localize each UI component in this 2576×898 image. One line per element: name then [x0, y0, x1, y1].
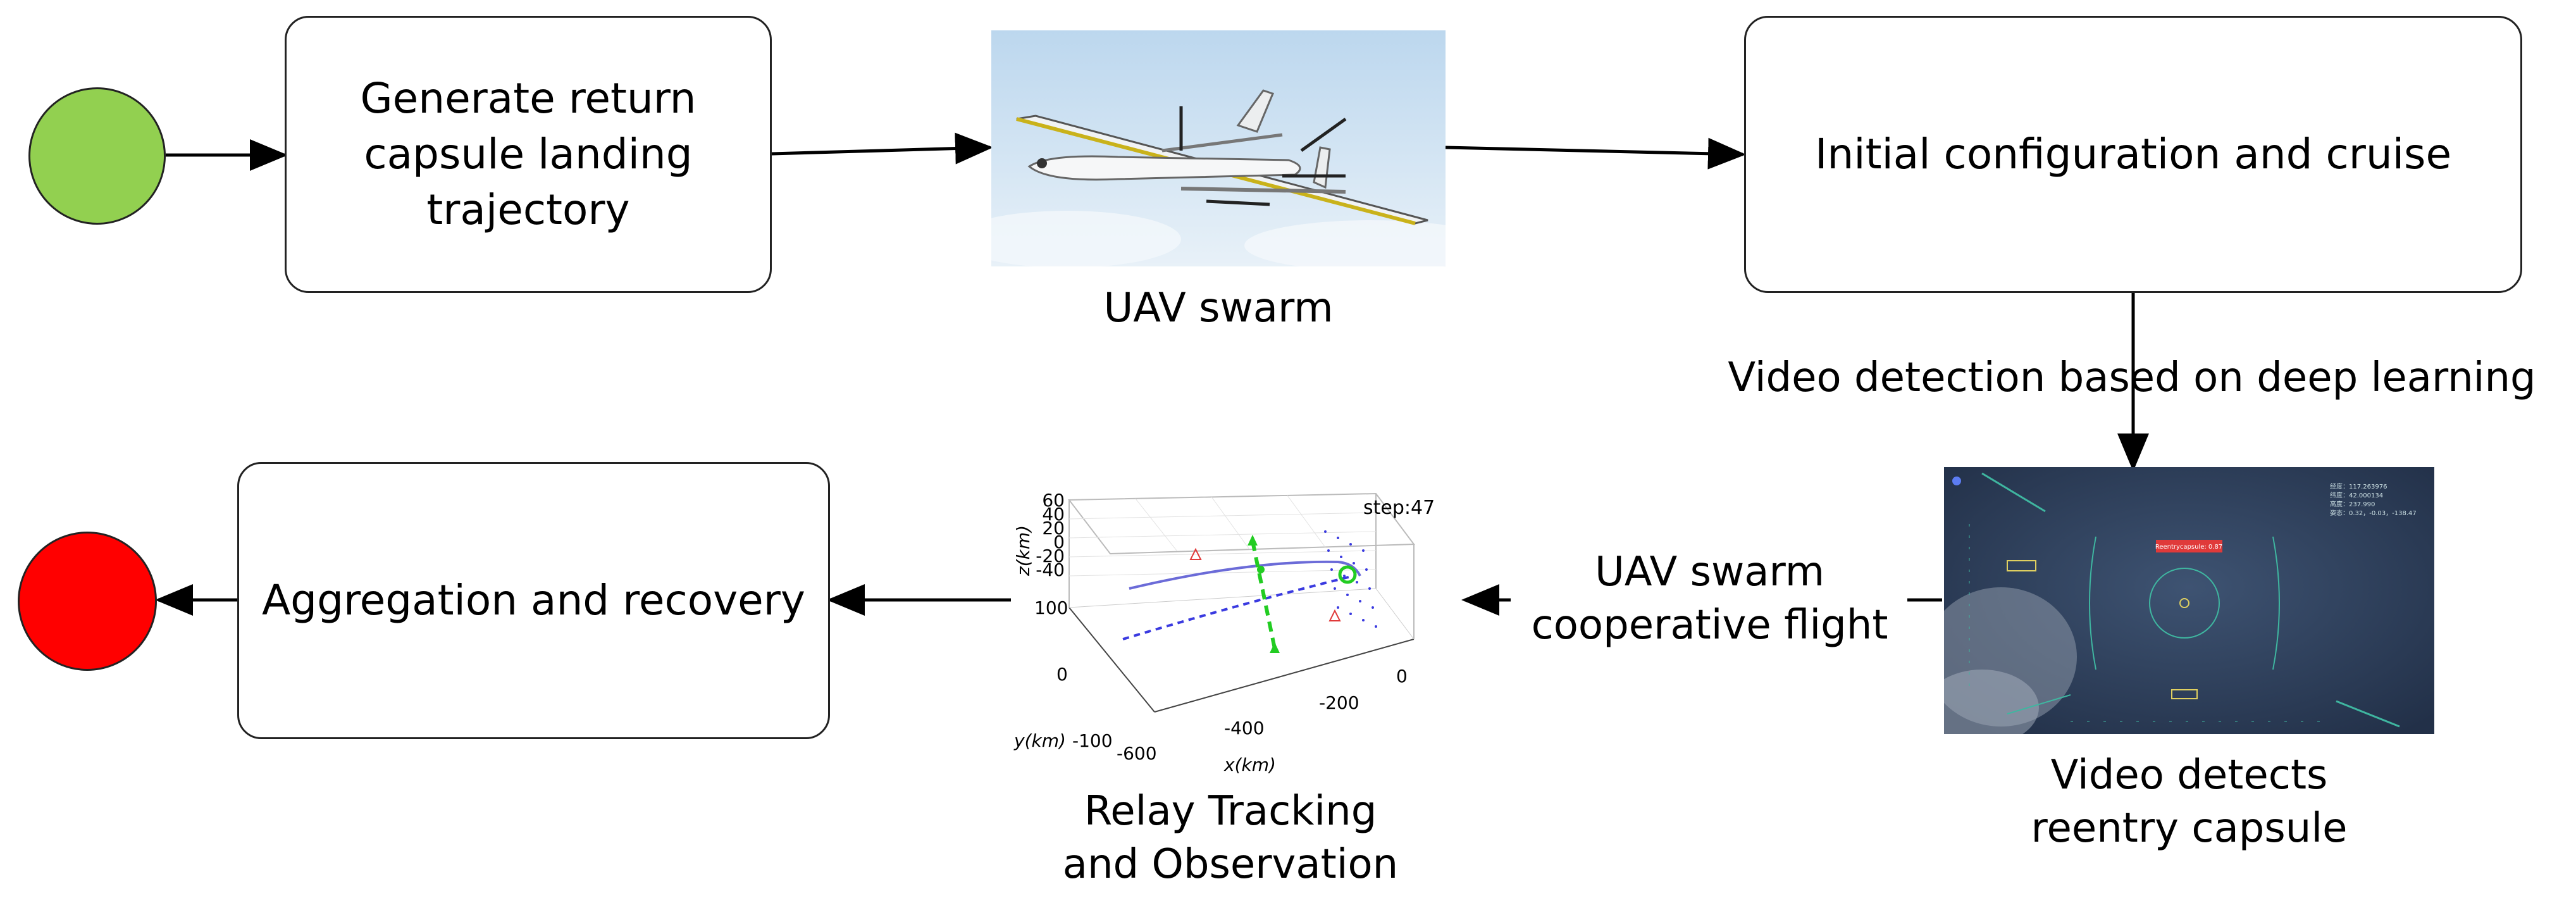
relay-path: [1251, 540, 1277, 649]
x-tick-m600: -600: [1117, 743, 1157, 764]
x-tick-0: 0: [1396, 666, 1408, 687]
y-tick-m100: -100: [1072, 730, 1113, 751]
z-tick-0: 0: [1053, 532, 1065, 552]
hud-target-tag: Reentrycapsule: 0.87: [2155, 544, 2222, 551]
z-tick-m40: -40: [1036, 559, 1065, 580]
coop-flight-label: UAV swarm cooperative flight: [1531, 549, 1888, 649]
hud-readout-4: 姿态：0.32，-0.03，-138.47: [2330, 509, 2417, 517]
plot-step-label: step:47: [1363, 497, 1435, 519]
arrow-generate-to-uav: [771, 132, 993, 165]
aggregation-box: Aggregation and recovery: [237, 462, 830, 739]
video-detection-label: Video detection based on deep learning: [1728, 354, 2536, 401]
x-axis-label: x(km): [1223, 754, 1276, 775]
uav-swarm-image: [991, 30, 1446, 266]
y-tick-100: 100: [1034, 597, 1068, 618]
hud-readout-3: 高度：237.990: [2330, 500, 2375, 508]
y-axis-label: y(km): [1013, 730, 1066, 751]
hud-frame: Reentrycapsule: 0.87 经度：117.263976 纬度：42…: [1944, 467, 2434, 734]
trajectory-dashed: [1122, 575, 1354, 640]
z-tick-m20: -20: [1036, 546, 1065, 566]
initial-config-box: Initial configuration and cruise: [1744, 16, 2522, 293]
z-axis-label: z(km): [1013, 525, 1034, 577]
trajectory-solid: [1129, 560, 1361, 590]
video-detects-label: Video detects reentry capsule: [2031, 752, 2348, 852]
start-node: [28, 87, 166, 225]
end-node: [18, 532, 157, 671]
hud-readout-1: 经度：117.263976: [2330, 482, 2387, 490]
uav-swarm-label: UAV swarm: [1103, 285, 1334, 332]
arrow-uav-to-config: [1445, 137, 1746, 170]
z-tick-20: 20: [1042, 518, 1065, 539]
z-tick-40: 40: [1042, 504, 1065, 525]
generate-trajectory-box: Generate return capsule landing trajecto…: [285, 16, 772, 293]
z-tick-60: 60: [1042, 490, 1065, 511]
y-tick-0: 0: [1056, 664, 1068, 685]
x-tick-m400: -400: [1224, 718, 1265, 739]
relay-tracking-label: Relay Tracking and Observation: [1062, 788, 1399, 888]
hud-readout-2: 纬度：42.000134: [2330, 491, 2383, 499]
plot-3d: step:47 60 40 20 0 -20 -40 z(km) 100 0 -…: [1013, 490, 1435, 775]
x-tick-m200: -200: [1319, 692, 1359, 713]
video-detection-image: Reentrycapsule: 0.87 经度：117.263976 纬度：42…: [1944, 467, 2434, 734]
relay-tracking-plot: step:47 60 40 20 0 -20 -40 z(km) 100 0 -…: [1009, 481, 1452, 778]
uav-drone-illustration: [991, 30, 1446, 266]
